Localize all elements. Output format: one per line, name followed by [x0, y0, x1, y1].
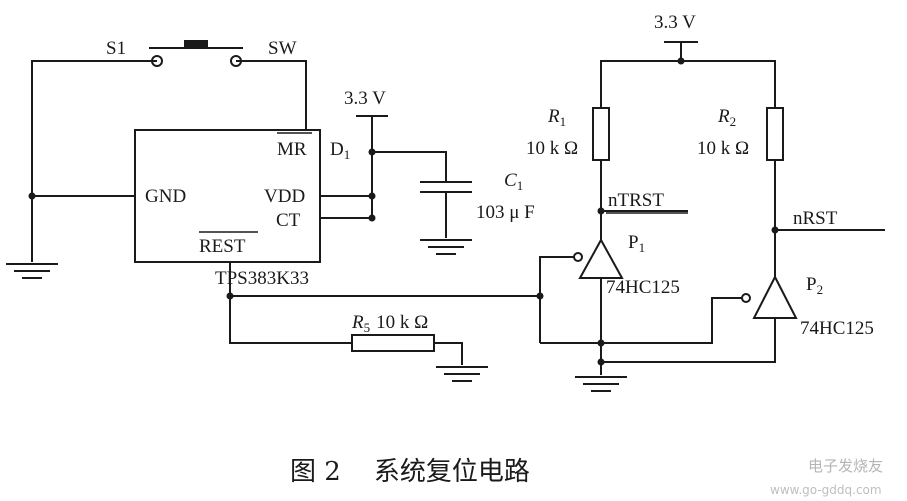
watermark-title: 电子发烧友: [808, 457, 883, 475]
pin-rest: REST: [199, 236, 246, 257]
watermark-url: www.go-gddq.com: [770, 483, 882, 497]
label-r2-value: 10 k Ω: [697, 138, 749, 159]
label-c1-value: 103 μ F: [476, 202, 535, 223]
label-nrst: nRST: [793, 208, 838, 229]
pin-vdd: VDD: [264, 186, 305, 207]
label-sw: SW: [268, 38, 297, 59]
ground-symbol-left: [6, 263, 58, 279]
capacitor-c1: [420, 181, 472, 193]
buffer-p1: [573, 237, 624, 279]
label-p1: P1: [628, 232, 645, 255]
watermark: 电子发烧友 www.go-gddq.com: [770, 457, 883, 497]
label-p1-part: 74HC125: [606, 277, 680, 298]
ground-symbol-r5: [436, 366, 488, 382]
label-r2: R2: [717, 106, 736, 129]
label-vcc-top: 3.3 V: [654, 12, 696, 33]
buffer-p2: [741, 274, 798, 319]
junction-dots: [28, 57, 779, 366]
label-p2: P2: [806, 274, 823, 297]
resistor-r5: [351, 334, 435, 352]
resistor-r2: [766, 107, 784, 161]
label-c1: C1: [504, 170, 523, 193]
figure-caption: 图 2 系统复位电路: [290, 457, 530, 487]
label-d1: D1: [330, 139, 350, 162]
push-switch: [149, 40, 243, 67]
label-s1: S1: [106, 38, 126, 59]
pin-ct: CT: [276, 210, 301, 231]
label-vcc-left: 3.3 V: [344, 88, 386, 109]
ground-symbol-right: [575, 376, 627, 392]
label-r1-value: 10 k Ω: [526, 138, 578, 159]
label-r1: R1: [547, 106, 566, 129]
resistor-r1: [592, 107, 610, 161]
pin-gnd: GND: [145, 186, 186, 207]
label-p2-part: 74HC125: [800, 318, 874, 339]
chip-name: TPS383K33: [215, 268, 309, 289]
ground-symbol-capacitor: [420, 239, 472, 255]
label-ntrst: nTRST: [608, 190, 664, 211]
chip-tps383k33: [134, 129, 321, 263]
pin-mr: MR: [277, 139, 307, 160]
